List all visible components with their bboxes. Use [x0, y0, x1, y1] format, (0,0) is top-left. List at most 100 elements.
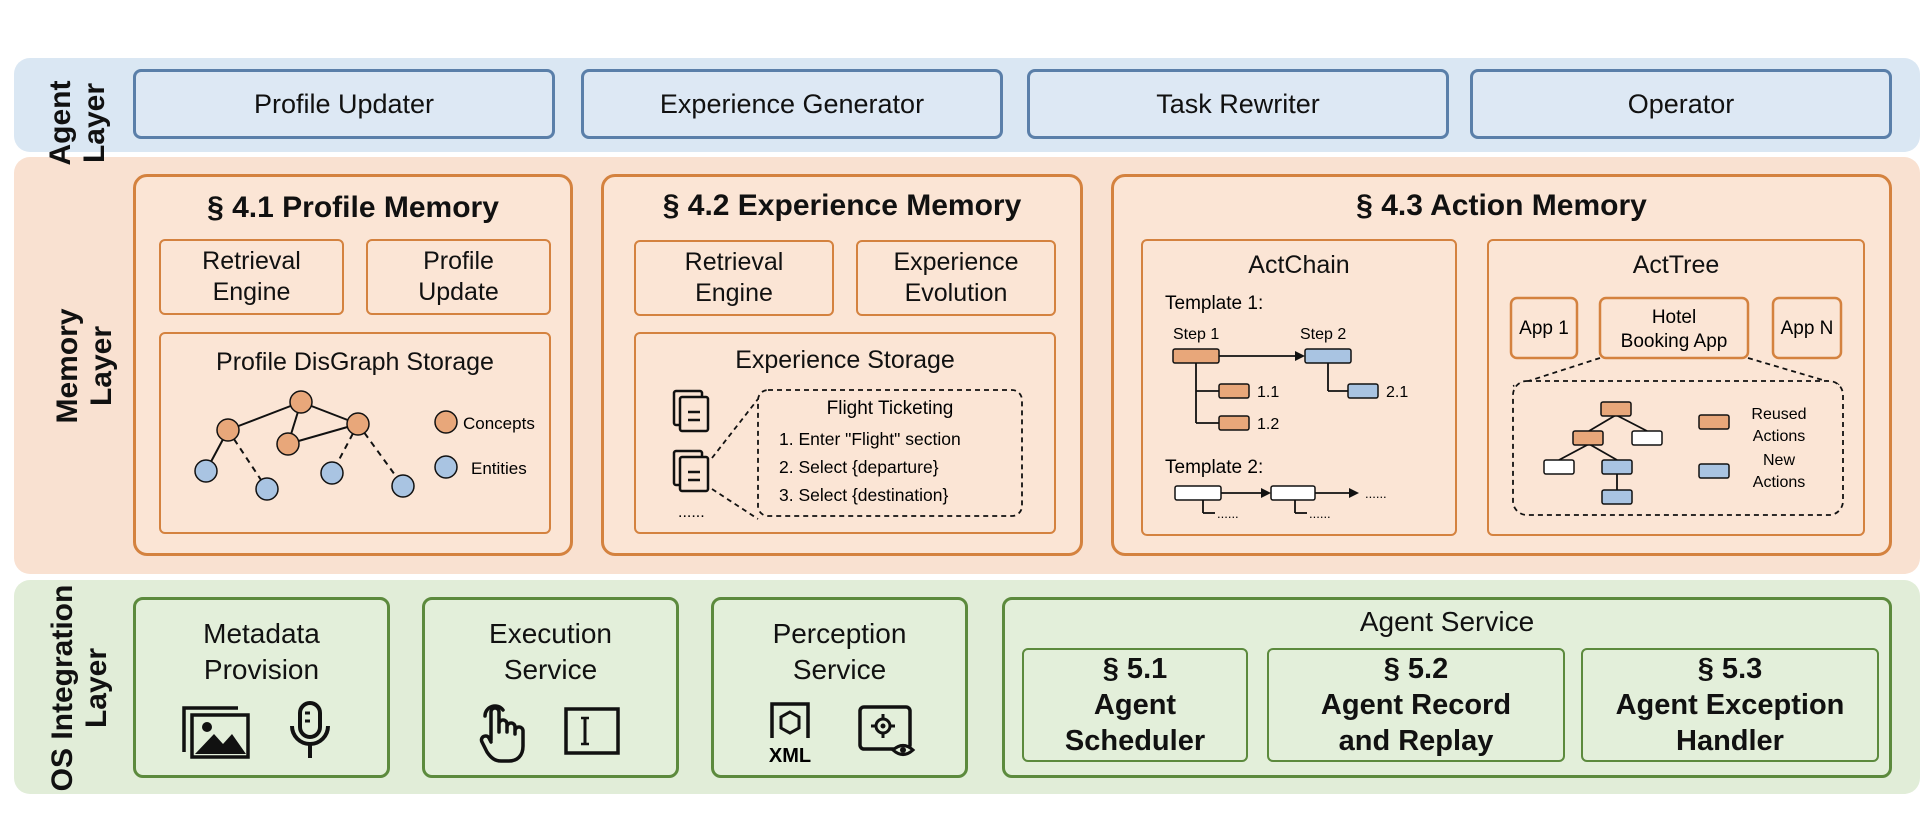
image-icon: [182, 706, 250, 759]
hotel-booking-app-label: Booking App: [1621, 331, 1728, 352]
tree-node: [1572, 430, 1604, 446]
template-2-node: [1270, 485, 1316, 501]
concept-node: [216, 418, 240, 442]
flight-step-3: 3. Select {destination}: [779, 485, 948, 505]
action-memory-title: § 4.3 Action Memory: [1356, 189, 1647, 222]
flight-step-2: 2. Select {departure}: [779, 457, 939, 477]
tree-node: [1601, 459, 1633, 475]
new-actions-label: Actions: [1753, 474, 1805, 491]
step-1-label: Step 1: [1173, 326, 1219, 343]
step-1-node: [1172, 348, 1220, 364]
concept-legend-swatch: [434, 410, 458, 434]
xml-label: XML: [769, 745, 811, 766]
tree-node: [1543, 459, 1575, 475]
template-2-dots: ......: [1217, 506, 1239, 521]
operator-box: Operator: [1470, 69, 1892, 139]
tree-node: [1601, 489, 1633, 505]
flight-ticketing-title: Flight Ticketing: [827, 398, 954, 419]
experience-ellipsis: ......: [678, 504, 705, 521]
tree-node: [1631, 430, 1663, 446]
actchain-diagram: Template 1: Step 1 Step 2 1.1 1.2 2.1 Te…: [1165, 293, 1408, 521]
disgraph-graph: Concepts Entities: [194, 390, 535, 501]
entities-legend-label: Entities: [471, 459, 527, 478]
concept-node: [346, 412, 370, 436]
template-2-label: Template 2:: [1165, 457, 1263, 478]
actchain-title: ActChain: [1248, 251, 1350, 279]
reused-actions-swatch: [1698, 414, 1730, 430]
screen-view-settings-icon: [858, 705, 916, 756]
document-icon: [672, 389, 710, 433]
reused-actions-label: Actions: [1753, 428, 1805, 445]
acttree-box: ActTree App 1 Hotel Booking App App N: [1487, 239, 1865, 536]
entity-node: [391, 474, 415, 498]
experience-memory-title: § 4.2 Experience Memory: [662, 189, 1022, 222]
acttree-title: ActTree: [1632, 251, 1720, 279]
app-1-box: [1509, 296, 1579, 360]
entity-legend-swatch: [434, 455, 458, 479]
new-actions-swatch: [1698, 463, 1730, 479]
hotel-booking-app-label: Hotel: [1652, 307, 1696, 328]
task-rewriter-box: Task Rewriter: [1027, 69, 1449, 139]
substep-1-1-node: [1218, 383, 1250, 399]
action-memory-panel: § 4.3 Action Memory ActChain Template 1:…: [1111, 174, 1892, 556]
document-icon: [672, 449, 710, 493]
tap-hand-icon: [479, 704, 525, 763]
app-1-label: App 1: [1519, 318, 1569, 339]
acttree-expansion: [1512, 380, 1844, 516]
experience-storage-title: Experience Storage: [735, 346, 955, 374]
concept-node: [276, 432, 300, 456]
concept-node: [289, 390, 313, 414]
profile-disgraph-storage-box: Profile DisGraph Storage: [159, 332, 551, 534]
template-2-dots: ......: [1309, 506, 1331, 521]
hotel-booking-app-box: [1598, 296, 1750, 360]
xml-document-icon: XML: [769, 702, 811, 766]
profile-memory-title: § 4.1 Profile Memory: [207, 191, 499, 224]
substep-1-2-node: [1218, 415, 1250, 431]
flight-ticketing-card: [757, 389, 1023, 517]
step-2-label: Step 2: [1300, 326, 1346, 343]
experience-storage-illustration: ...... Flight Ticketing 1. Enter "Flight…: [672, 389, 1023, 521]
app-n-box: [1771, 296, 1843, 360]
template-2-dots: ......: [1365, 486, 1387, 501]
profile-updater-box: Profile Updater: [133, 69, 555, 139]
reused-actions-label: Reused: [1751, 406, 1806, 423]
agent-service-title: Agent Service: [1359, 606, 1535, 637]
new-actions-label: New: [1763, 452, 1795, 469]
experience-storage-box: Experience Storage ...... Flight Ticketi…: [634, 332, 1056, 534]
actchain-box: ActChain Template 1: Step 1 Step 2 1.1 1…: [1141, 239, 1457, 536]
entity-node: [255, 477, 279, 501]
experience-generator-box: Experience Generator: [581, 69, 1003, 139]
substep-2-1-label: 2.1: [1386, 384, 1408, 401]
step-2-node: [1304, 348, 1352, 364]
text-input-icon: [564, 707, 620, 755]
substep-1-2-label: 1.2: [1257, 416, 1279, 433]
acttree-diagram: App 1 Hotel Booking App App N: [1509, 296, 1844, 516]
concepts-legend-label: Concepts: [463, 414, 535, 433]
microphone-icon: [290, 701, 330, 758]
app-n-label: App N: [1781, 318, 1834, 339]
entity-node: [320, 461, 344, 485]
entity-node: [194, 459, 218, 483]
substep-1-1-label: 1.1: [1257, 384, 1279, 401]
tree-node-root: [1600, 401, 1632, 417]
profile-disgraph-storage-title: Profile DisGraph Storage: [216, 348, 494, 376]
flight-step-1: 1. Enter "Flight" section: [779, 429, 961, 449]
